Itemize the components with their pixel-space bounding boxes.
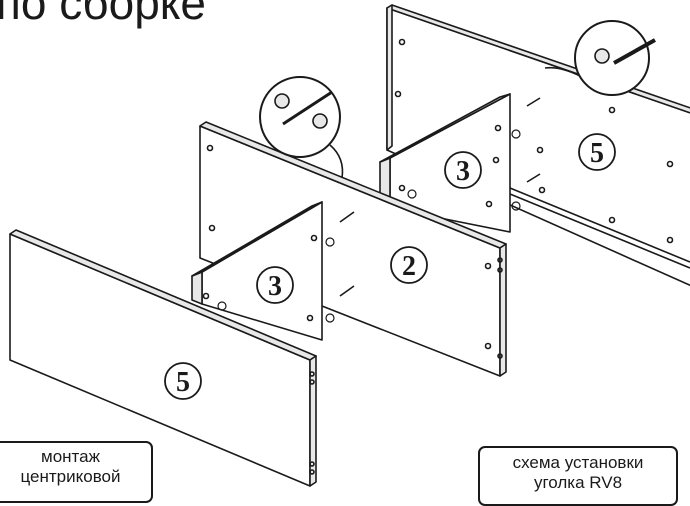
note-right-line-1: схема установки [512,453,644,472]
note-left-line-2: центриковой [20,467,121,486]
panel-3-left [191,201,355,341]
assembly-diagram: 5 2 3 3 5 [9,4,690,487]
dowel-pin-icon [282,90,333,126]
part-label-5: 5 [590,138,604,169]
part-label-2: 2 [402,251,416,282]
panel-2-middle [199,121,507,377]
note-right-line-2: уголка RV8 [533,473,623,492]
note-right: схема установки уголка RV8 [478,446,678,506]
part-label-5: 5 [176,367,190,398]
page-title: по сборке [0,0,207,29]
cam-lock-icon [274,93,328,129]
part-label-3: 3 [268,271,282,302]
note-left-line-1: монтаж [41,447,100,466]
panel-5-front [9,229,317,487]
panel-3-right [379,93,541,233]
connector-detail-icon [259,20,656,179]
note-left: монтаж центриковой [0,441,153,503]
part-label-3: 3 [456,156,470,187]
part-number-labels [164,133,616,400]
